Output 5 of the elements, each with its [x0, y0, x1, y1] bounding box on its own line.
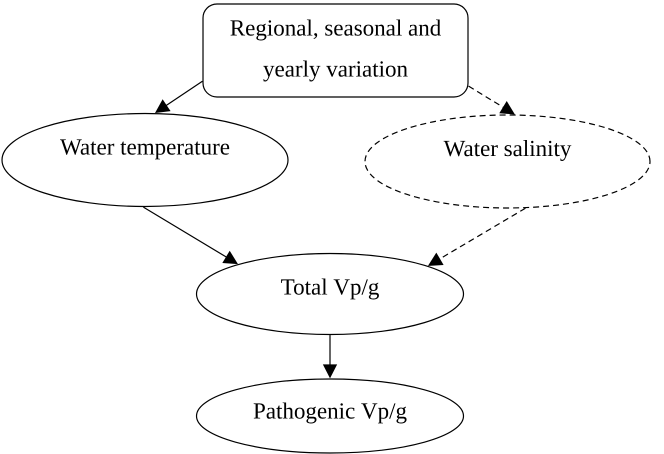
oval: Pathogenic Vp/g [196, 378, 464, 454]
rounded-box: Regional, seasonal and yearly variation [202, 3, 469, 98]
dashed-oval: Water salinity [364, 114, 651, 209]
oval: Water temperature [1, 112, 289, 208]
oval: Total Vp/g [196, 252, 464, 336]
